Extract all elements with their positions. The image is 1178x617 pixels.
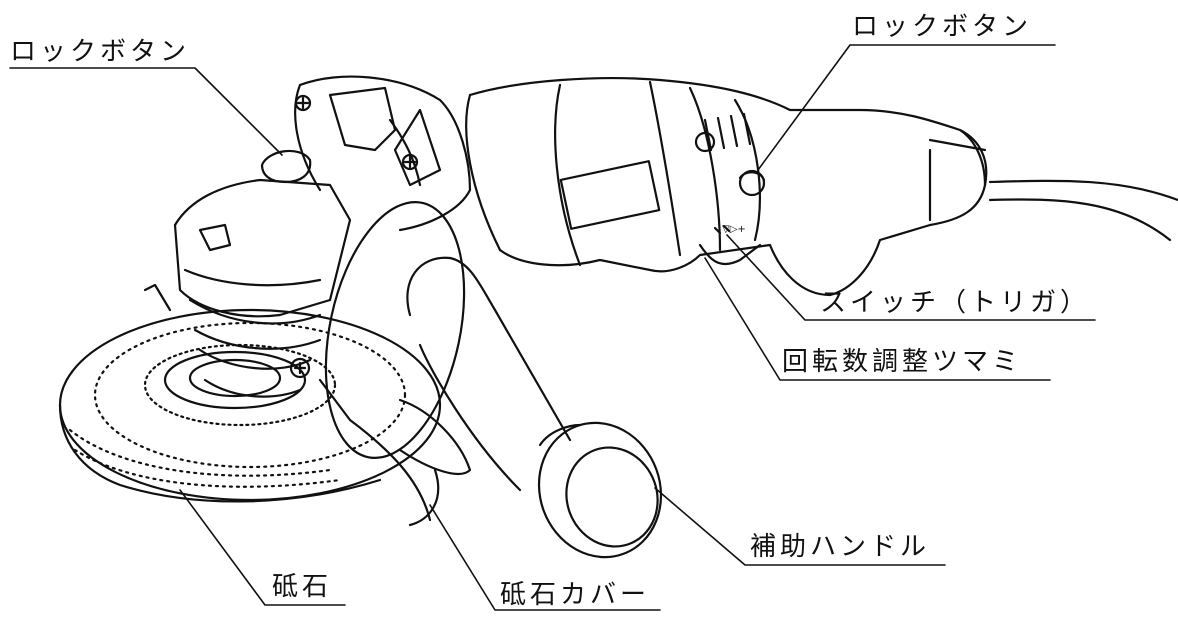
label-switch-trigger: スイッチ（トリガ） bbox=[820, 288, 1091, 318]
label-aux-handle: 補助ハンドル bbox=[750, 532, 931, 562]
label-lock-button-left: ロックボタン bbox=[10, 37, 191, 67]
auxiliary-handle bbox=[324, 201, 663, 559]
gear-head bbox=[294, 75, 472, 232]
grinding-wheel bbox=[58, 308, 442, 503]
wheel-cover bbox=[143, 283, 472, 527]
label-wheel: 砥石 bbox=[272, 572, 333, 602]
leader-wheel bbox=[179, 489, 346, 606]
spindle-housing bbox=[173, 149, 352, 398]
leader-lock-right bbox=[757, 44, 1056, 171]
motor-body: ▽▷+ bbox=[465, 77, 988, 297]
leader-lines bbox=[9, 44, 1096, 611]
leader-wheel-cover bbox=[429, 504, 661, 611]
svg-text:▽▷+: ▽▷+ bbox=[722, 224, 746, 235]
leader-switch bbox=[726, 234, 1096, 321]
leader-aux-handle bbox=[654, 487, 946, 566]
power-cord bbox=[988, 179, 1178, 242]
leader-lock-left bbox=[9, 67, 283, 156]
label-wheel-cover: 砥石カバー bbox=[500, 580, 651, 610]
label-lock-button-right: ロックボタン bbox=[852, 12, 1033, 42]
label-speed-dial: 回転数調整ツマミ bbox=[782, 347, 1023, 377]
leader-speed-dial bbox=[704, 257, 1051, 381]
